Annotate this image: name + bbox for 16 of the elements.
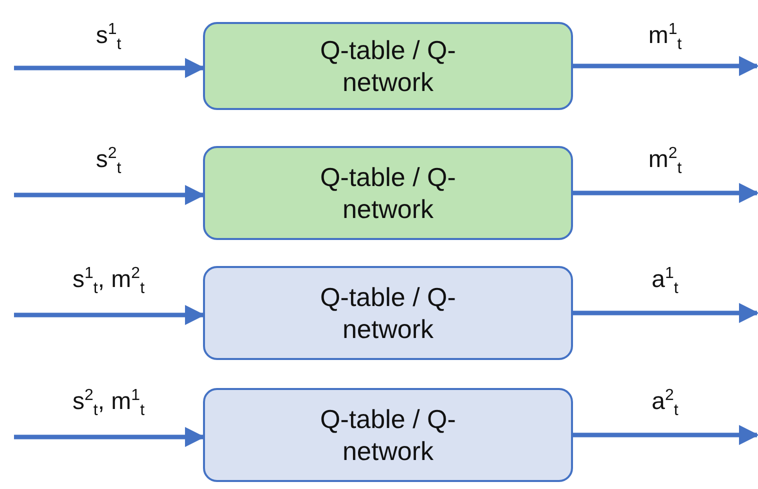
arrow — [573, 182, 758, 204]
box-label: Q-table / Q- network — [319, 281, 457, 345]
arrow — [14, 58, 206, 78]
process-box — [203, 146, 573, 240]
process-box — [203, 266, 573, 360]
arrow — [573, 56, 758, 76]
arrow — [14, 426, 206, 448]
process-box — [203, 22, 573, 110]
box-label: Q-table / Q- network — [319, 34, 457, 98]
arrow — [573, 302, 758, 324]
process-box — [203, 388, 573, 482]
arrow — [573, 424, 758, 446]
box-label: Q-table / Q- network — [319, 403, 457, 467]
arrow — [14, 304, 206, 326]
arrow — [14, 184, 206, 206]
box-label: Q-table / Q- network — [319, 161, 457, 225]
